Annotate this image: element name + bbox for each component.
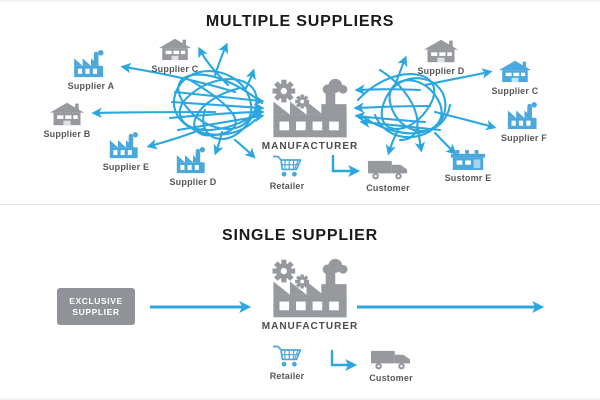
warehouse-icon bbox=[49, 100, 85, 127]
exclusive-supplier-line1: EXCLUSIVE bbox=[69, 295, 123, 306]
node-sustomr-e: Sustomr E bbox=[430, 148, 506, 183]
node-supplier-b: Supplier B bbox=[30, 100, 104, 139]
exclusive-supplier-box: EXCLUSIVE SUPPLIER bbox=[57, 288, 135, 325]
node-supplier-d-left: Supplier D bbox=[156, 147, 230, 187]
shopping-cart-icon bbox=[272, 153, 303, 179]
node-supplier-c-left: Supplier C bbox=[138, 36, 212, 74]
supplier-label: Supplier E bbox=[102, 162, 150, 172]
node-supplier-e: Supplier E bbox=[89, 132, 163, 172]
node-retailer-top: Retailer bbox=[256, 153, 318, 191]
exclusive-supplier-line2: SUPPLIER bbox=[72, 306, 120, 317]
node-customer-top: Customer bbox=[355, 158, 421, 193]
supplier-label: Supplier C bbox=[151, 64, 199, 74]
node-manufacturer-bottom: MANUFACTURER bbox=[252, 258, 368, 332]
warehouse-icon bbox=[158, 36, 192, 62]
supplier-label: Supplier D bbox=[417, 66, 465, 76]
factory-icon bbox=[506, 102, 543, 131]
supplier-label: Supplier A bbox=[67, 81, 115, 91]
section-divider bbox=[0, 204, 600, 205]
manufacturer-factory-icon bbox=[266, 258, 354, 319]
shopping-cart-icon bbox=[272, 343, 303, 369]
supplier-label: Supplier B bbox=[43, 129, 91, 139]
retailer-label: Retailer bbox=[269, 181, 305, 191]
node-manufacturer-top: MANUFACTURER bbox=[252, 78, 368, 152]
factory-icon bbox=[175, 147, 211, 175]
supplier-label: Supplier F bbox=[500, 133, 547, 143]
single-supplier-title: SINGLE SUPPLIER bbox=[221, 227, 379, 244]
node-retailer-bottom: Retailer bbox=[256, 343, 318, 381]
truck-icon bbox=[370, 348, 412, 371]
manufacturer-factory-icon bbox=[266, 78, 354, 139]
node-supplier-a: Supplier A bbox=[54, 50, 128, 91]
retailer-label: Retailer bbox=[269, 371, 305, 381]
factory-icon bbox=[108, 132, 144, 160]
top-edge-band bbox=[0, 0, 600, 2]
multiple-suppliers-title: MULTIPLE SUPPLIERS bbox=[205, 13, 395, 30]
factory-icon bbox=[72, 50, 110, 79]
warehouse-icon bbox=[423, 37, 459, 64]
node-supplier-d-right: Supplier D bbox=[403, 37, 479, 76]
supplier-label: Supplier C bbox=[491, 86, 539, 96]
node-supplier-c-right: Supplier C bbox=[478, 58, 552, 96]
node-supplier-f: Supplier F bbox=[486, 102, 562, 143]
truck-icon bbox=[367, 158, 409, 181]
node-customer-bottom: Customer bbox=[358, 348, 424, 383]
manufacturer-label: MANUFACTURER bbox=[261, 321, 359, 332]
customer-label: Customer bbox=[369, 373, 413, 383]
building-icon bbox=[449, 148, 487, 171]
supplier-label: Sustomr E bbox=[444, 173, 492, 183]
supplier-label: Supplier D bbox=[169, 177, 217, 187]
warehouse-icon bbox=[498, 58, 532, 84]
bottom-edge-band bbox=[0, 398, 600, 400]
customer-label: Customer bbox=[366, 183, 410, 193]
manufacturer-label: MANUFACTURER bbox=[261, 141, 359, 152]
